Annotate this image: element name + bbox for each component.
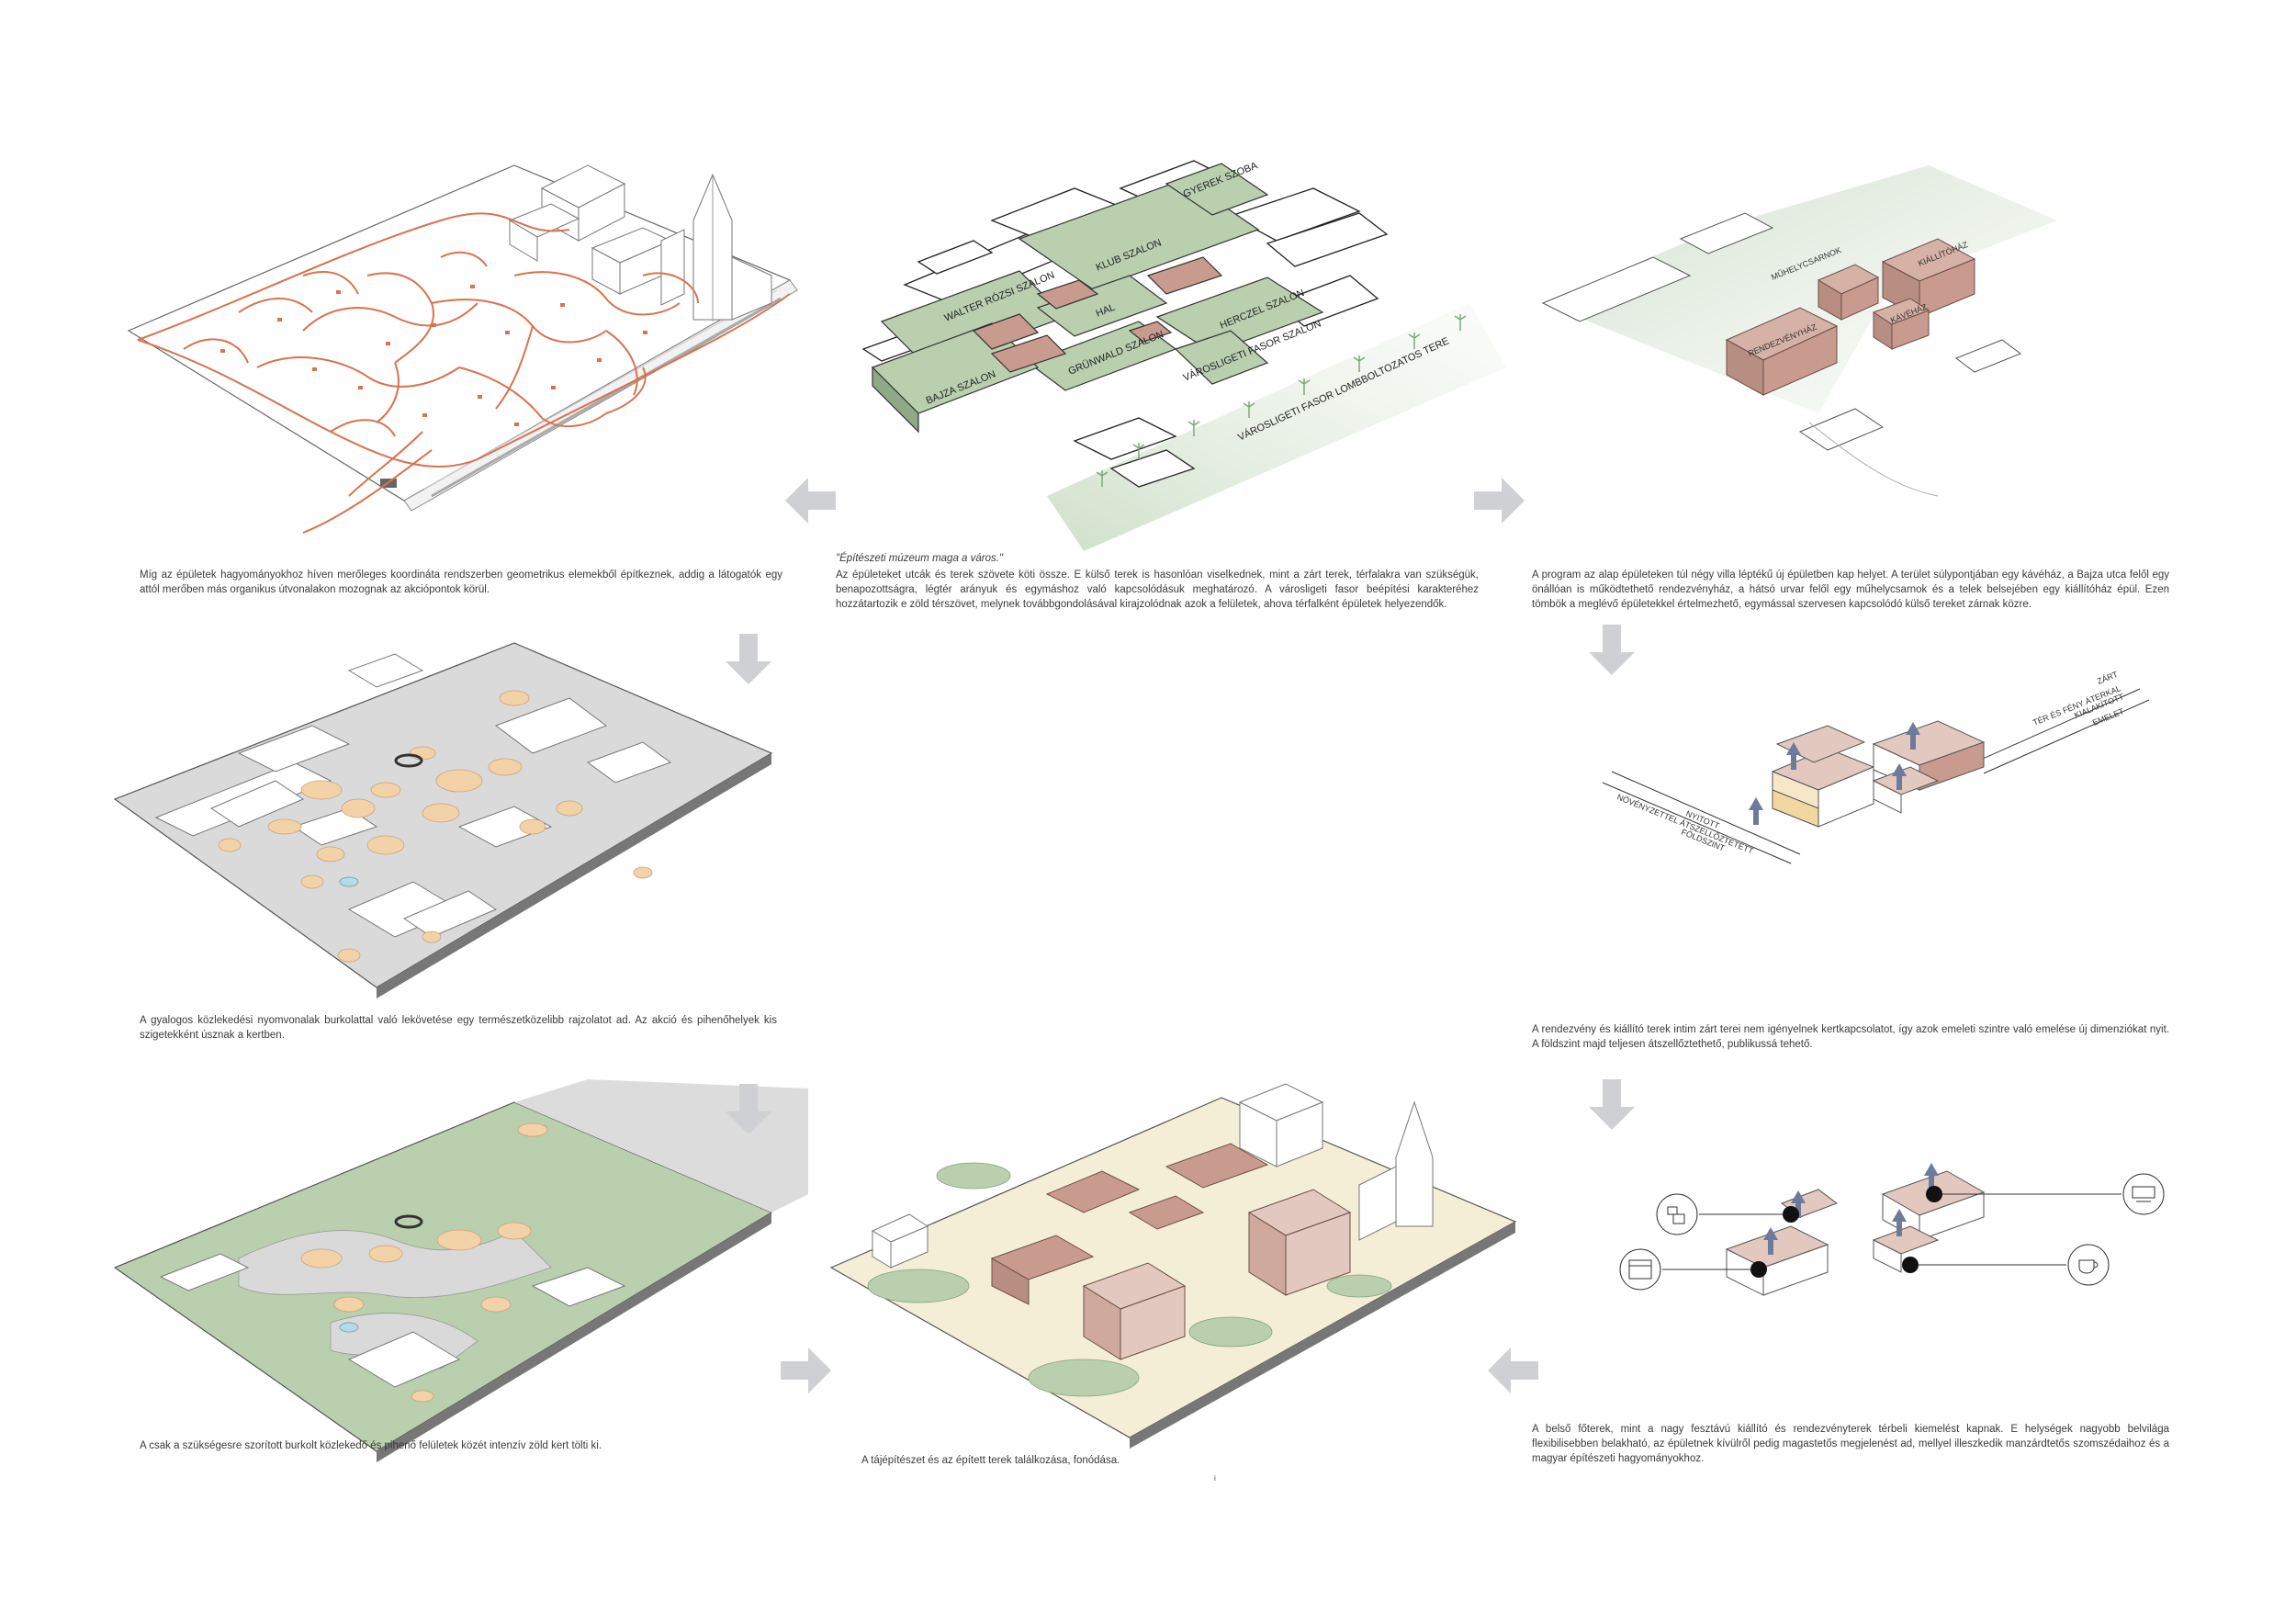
arrow-right-1 (1474, 478, 1525, 524)
panel-paved-paths (113, 642, 773, 998)
calendar-icon (1619, 1248, 1661, 1291)
central-ring (394, 753, 423, 768)
tree-row (1096, 314, 1467, 487)
arrow-left-1 (785, 478, 836, 524)
arrow-left-2 (1488, 1348, 1538, 1393)
panel-functions (1619, 1163, 2165, 1296)
zart-label: ZÁRT (2096, 670, 2120, 686)
arrow-right-2 (781, 1348, 831, 1393)
flow-arrows (726, 478, 1635, 1393)
action-points (220, 285, 647, 426)
existing-buildings (508, 164, 772, 321)
caption-section-lift: A rendezvény és kiállító terek intim zár… (1532, 1024, 2169, 1050)
masterplan-buildings (990, 1143, 1352, 1360)
panel-salons: WALTER RÓZSI SZALON KLUB SZALON GYEREK S… (861, 160, 1506, 551)
caption-green-garden: A csak a szükségesre szorított burkolt k… (140, 1440, 602, 1451)
panel-program: MŰHELYCSARNOK KIÁLLÍTÓHÁZ RENDEZVÉNYHÁZ … (1541, 165, 2057, 497)
arrow-down-3 (726, 1084, 771, 1134)
panel-masterplan (829, 1083, 1517, 1449)
arrow-down-1 (726, 634, 771, 684)
organic-path-network (137, 212, 791, 534)
water-feature (339, 876, 359, 887)
panel-green-garden (113, 1079, 808, 1462)
panel-organic-paths (127, 164, 798, 534)
floorplan-icon (1656, 1193, 1698, 1235)
salon-blocks (871, 163, 1324, 434)
caption-organic-paths: Míg az épületek hagyományokhoz híven mer… (140, 570, 782, 595)
caption-masterplan: A tájépítészet és az épített terek talál… (861, 1455, 1120, 1466)
panel-section-lift: ZÁRT TÉR ÉS FÉNY ÁTERKAL KIALAKÍTOTT EME… (1602, 670, 2150, 864)
program-blocks (1725, 238, 1976, 396)
caption-paved-paths: A gyalogos közlekedési nyomvonalak burko… (140, 1015, 777, 1041)
caption-program: A program az alap épületeken túl négy vi… (1532, 570, 2169, 610)
gallery-icon (2122, 1173, 2165, 1215)
caption-salons: Az épületeket utcák és terek szövete köt… (836, 570, 1479, 610)
coffee-cup-icon (2067, 1244, 2110, 1286)
arrow-down-2 (1589, 625, 1635, 675)
caption-salons-quote: "Építészeti múzeum maga a város." (836, 553, 1004, 564)
page-mark: i (1214, 1474, 1216, 1483)
lift-arrows (1749, 722, 1920, 825)
arrow-down-4 (1589, 1079, 1635, 1130)
noventzet-label: NÖVÉNYZETTEL ÁTSZELLŐZTETETT (1615, 793, 1755, 856)
caption-functions: A belső főterek, mint a nagy fesztávú ki… (1532, 1424, 2169, 1464)
lifted-volumes (1771, 720, 1986, 828)
